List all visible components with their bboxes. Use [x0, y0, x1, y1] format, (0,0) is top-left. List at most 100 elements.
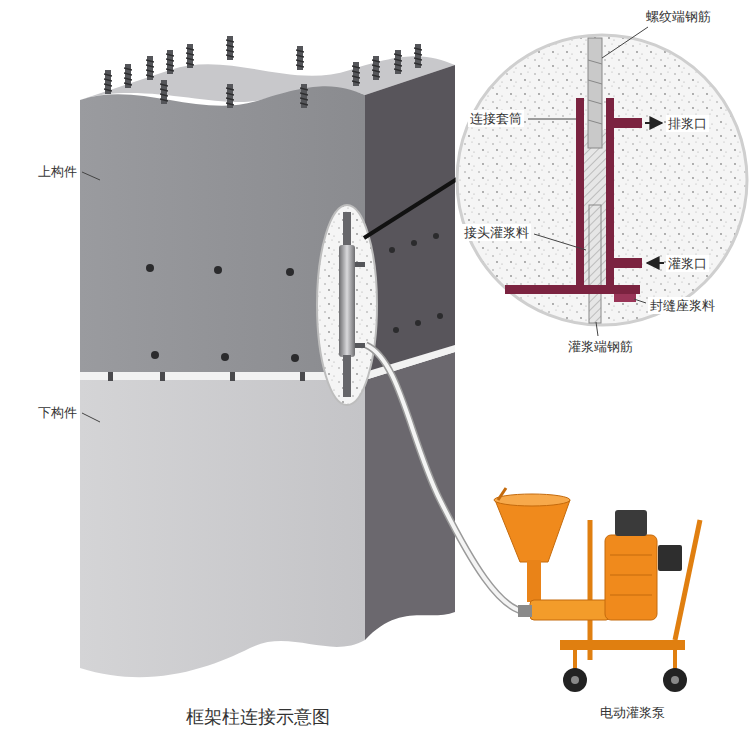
rib	[588, 80, 602, 84]
lower-bar	[343, 355, 351, 397]
hopper	[495, 500, 570, 562]
wheel-hub	[671, 676, 679, 684]
hopper-handle	[498, 488, 506, 500]
inlet-pipe	[606, 258, 642, 268]
rebar	[146, 56, 154, 80]
equipment-label: 电动灌浆泵	[598, 704, 667, 721]
switch-box	[658, 545, 682, 571]
top-rebars	[104, 36, 422, 108]
grout-rebar	[589, 205, 601, 323]
rib	[588, 100, 602, 104]
axle-leg	[673, 650, 677, 670]
rebar	[160, 80, 168, 104]
hopper-stem	[527, 560, 541, 602]
nozzle	[518, 605, 532, 617]
leader-line	[596, 322, 598, 336]
upper-side-face	[365, 65, 455, 372]
seal-mortar	[614, 294, 636, 302]
grout-holes	[146, 233, 443, 362]
part-label: 下构件	[36, 404, 79, 421]
callout-label: 灌浆口	[666, 255, 709, 272]
hole	[393, 327, 399, 333]
callout-label: 接头灌浆料	[462, 224, 531, 241]
hole	[433, 233, 439, 239]
zoom-line	[364, 172, 468, 238]
leader-lines	[82, 27, 648, 422]
rebar	[166, 50, 174, 74]
hole	[411, 240, 417, 246]
hole	[214, 266, 222, 274]
rib	[588, 60, 602, 64]
leader-line	[528, 119, 576, 120]
gap-bar	[108, 371, 113, 381]
upper-bar	[343, 212, 351, 248]
gap-bar	[160, 371, 165, 381]
sleeve-wall	[606, 268, 614, 285]
pump-frame	[588, 520, 593, 660]
hole	[286, 268, 294, 276]
inset-circle	[457, 35, 747, 325]
hose-outline	[366, 345, 528, 612]
lower-front-face	[80, 380, 365, 677]
rebar	[186, 44, 194, 68]
hole	[221, 353, 229, 361]
motor-rib	[610, 555, 652, 556]
rebar	[394, 50, 402, 74]
leader-line	[534, 234, 586, 250]
sleeve-wall	[576, 98, 584, 285]
rebar	[300, 84, 308, 108]
wheel	[563, 668, 587, 692]
callout-label: 连接套筒	[468, 110, 524, 127]
hole	[389, 247, 395, 253]
motor-cap	[615, 510, 647, 536]
rib	[588, 120, 602, 124]
threaded-rebar	[588, 38, 602, 148]
hole	[415, 320, 421, 326]
hopper-rim	[494, 494, 570, 506]
gap-bar	[230, 371, 235, 381]
sleeve	[339, 245, 355, 357]
detail-inset	[457, 35, 747, 325]
port	[355, 262, 365, 267]
motor	[605, 535, 657, 620]
hose	[366, 345, 528, 612]
callout-label: 排浆口	[666, 115, 709, 132]
sleeve-wall	[606, 98, 614, 118]
gap-bar	[300, 371, 305, 381]
rebar	[124, 64, 132, 88]
rebar	[372, 56, 380, 80]
rebar	[226, 36, 234, 60]
hole	[437, 313, 443, 319]
rebar	[414, 44, 422, 68]
sleeve-wall	[606, 128, 614, 258]
seal-band	[505, 285, 640, 294]
hole	[151, 351, 159, 359]
grout-hose	[366, 345, 528, 612]
hole	[146, 264, 154, 272]
leader-line	[82, 172, 100, 180]
grout-pump	[494, 488, 700, 692]
outlet-arrow	[645, 122, 662, 124]
leader-line	[82, 413, 100, 422]
base-plate	[560, 640, 685, 650]
motor-rib	[610, 595, 652, 596]
hole	[291, 354, 299, 362]
leader-line	[602, 27, 648, 58]
port	[355, 343, 365, 348]
caption: 框架柱连接示意图	[183, 706, 333, 728]
pump-handle	[675, 520, 700, 640]
axle-leg	[573, 650, 577, 670]
leader-line	[634, 299, 646, 303]
callout-label: 封缝座浆料	[648, 297, 717, 314]
callout-label: 螺纹端钢筋	[644, 8, 713, 25]
callout-label: 灌浆端钢筋	[566, 338, 635, 355]
outlet-pipe	[606, 118, 642, 128]
wheel-hub	[571, 676, 579, 684]
rebar	[352, 62, 360, 86]
rebar	[296, 46, 304, 70]
part-label: 上构件	[36, 163, 79, 180]
motor-rib	[610, 575, 652, 576]
lower-column	[80, 352, 455, 677]
